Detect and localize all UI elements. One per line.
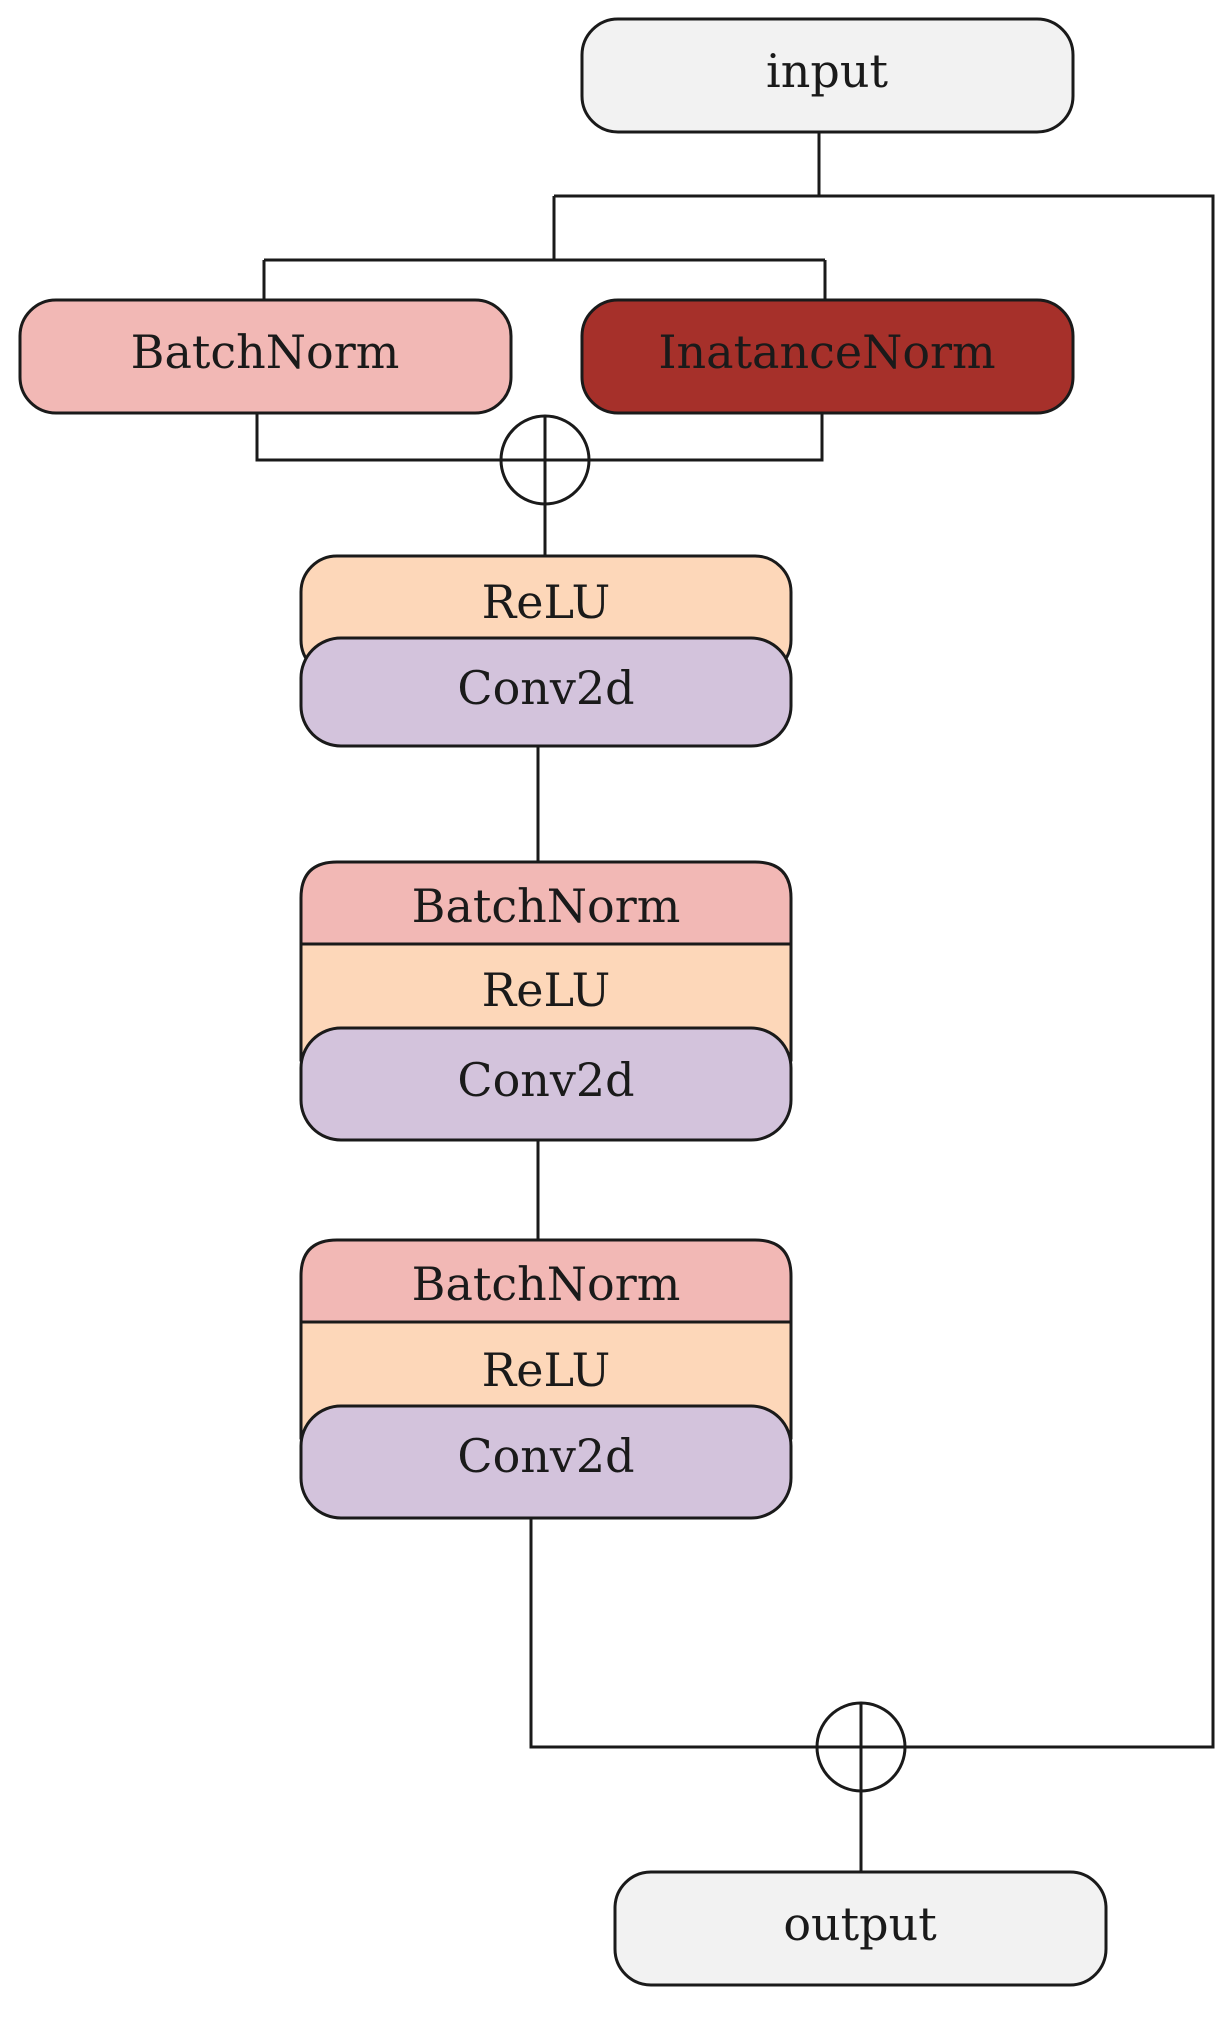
block3-relu-label: ReLU [482, 1343, 611, 1397]
output-node: output [613, 1870, 1108, 1987]
block2-conv-box [299, 1026, 793, 1142]
branch-batchnorm-node: BatchNorm [18, 298, 513, 415]
branch-instancenorm-box [580, 298, 1075, 415]
block3: BatchNorm ReLU Conv2d [299, 1238, 793, 1520]
output-box [613, 1870, 1108, 1987]
branch-instancenorm-node: InatanceNorm [580, 298, 1075, 415]
branch-batchnorm-label: BatchNorm [131, 325, 400, 379]
block1-conv-box [299, 636, 793, 748]
block2-relu-label: ReLU [482, 963, 611, 1017]
connector-skip-top [554, 194, 1215, 1749]
plus-circle-icon-cross [817, 1703, 905, 1791]
block2-conv-label: Conv2d [457, 1053, 634, 1107]
block2-batchnorm-label: BatchNorm [412, 879, 681, 933]
block1-relu-label: ReLU [482, 575, 611, 629]
block1: ReLU Conv2d [299, 554, 793, 748]
connector-block3-add [529, 1518, 816, 1749]
input-label: input [766, 44, 888, 98]
add-node-bottom [815, 1701, 907, 1793]
branch-instancenorm-label: InatanceNorm [658, 325, 995, 379]
block3-batchnorm-label: BatchNorm [412, 1257, 681, 1311]
plus-circle-icon-cross [501, 416, 589, 504]
branch-batchnorm-box [18, 298, 513, 415]
block1-conv-label: Conv2d [457, 661, 634, 715]
block3-conv-label: Conv2d [457, 1429, 634, 1483]
block3-conv-box [299, 1404, 793, 1520]
output-label: output [783, 1897, 937, 1951]
add-node-top [499, 414, 591, 506]
input-box [580, 17, 1075, 134]
input-node: input [580, 17, 1075, 134]
block2-batchnorm-box [299, 860, 793, 946]
block2: BatchNorm ReLU Conv2d [299, 860, 793, 1142]
connector-split-branches [262, 196, 827, 300]
block3-batchnorm-box [299, 1238, 793, 1324]
connectors [255, 132, 1215, 1872]
